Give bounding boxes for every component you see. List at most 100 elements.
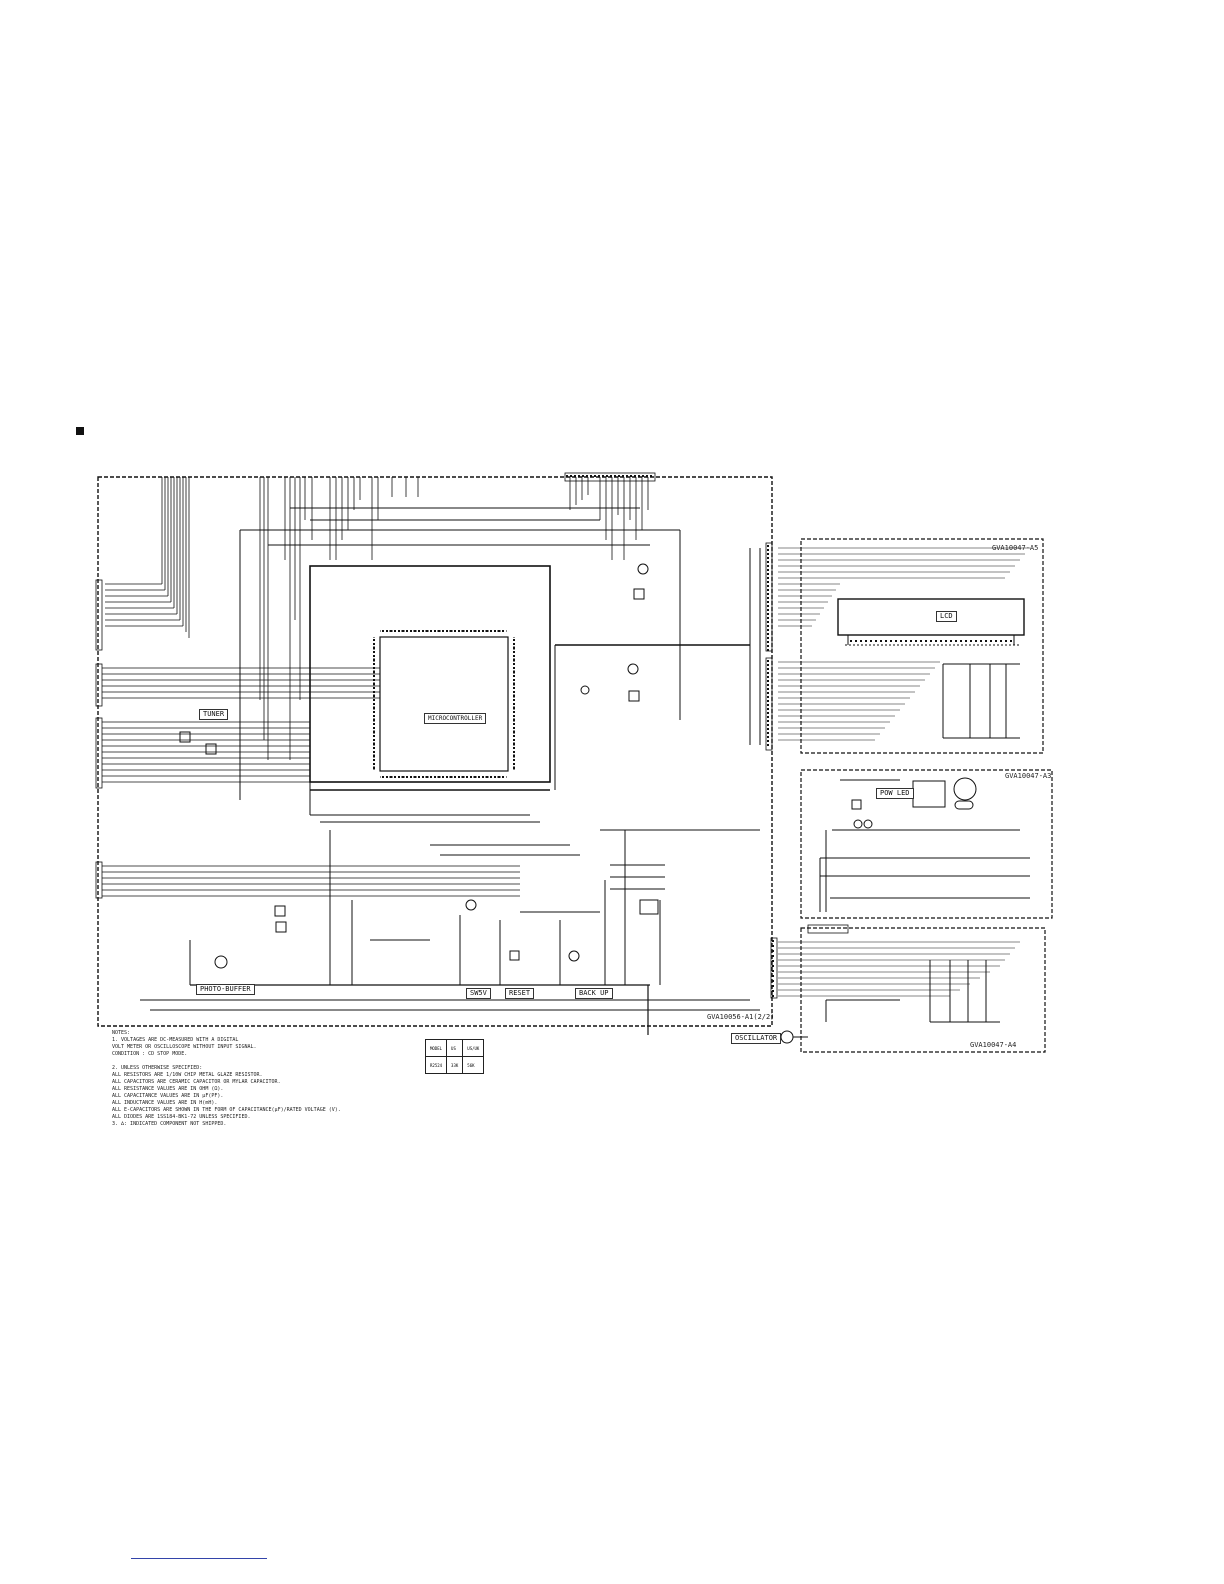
- pin-dot: [458, 630, 460, 632]
- table-cell-us: 33K: [446, 1056, 464, 1074]
- pin-dot: [454, 776, 456, 778]
- pin-dot: [373, 659, 375, 661]
- pin-dot: [513, 735, 515, 737]
- pin-dot: [373, 727, 375, 729]
- pin-dot: [767, 617, 769, 619]
- pin-dot: [610, 475, 612, 477]
- pin-dot: [494, 630, 496, 632]
- pin-dot: [513, 743, 515, 745]
- pin-dot: [767, 605, 769, 607]
- pin-dot: [513, 739, 515, 741]
- pin-dot: [382, 776, 384, 778]
- pin-dot: [513, 651, 515, 653]
- pin-dot: [767, 664, 769, 666]
- pin-dot: [602, 475, 604, 477]
- pin-dot: [767, 549, 769, 551]
- pin-dot: [513, 695, 515, 697]
- pow-led-label: POW LED: [876, 788, 914, 799]
- pin-dot: [434, 630, 436, 632]
- pin-dot: [614, 475, 616, 477]
- pin-dot: [646, 475, 648, 477]
- pin-dot: [634, 475, 636, 477]
- pin-dot: [398, 630, 400, 632]
- pin-dot: [990, 640, 992, 642]
- pin-dot: [373, 695, 375, 697]
- pin-dot: [414, 630, 416, 632]
- pin-dot: [373, 707, 375, 709]
- pin-dot: [373, 683, 375, 685]
- photo-buffer-label: PHOTO-BUFFER: [196, 984, 255, 995]
- pin-dot: [513, 699, 515, 701]
- pin-dot: [767, 740, 769, 742]
- pin-dot: [394, 630, 396, 632]
- pin-dot: [390, 776, 392, 778]
- pin-dot: [513, 707, 515, 709]
- pin-dot: [945, 640, 947, 642]
- pin-dot: [875, 640, 877, 642]
- pin-dot: [422, 630, 424, 632]
- note-line: ALL DIODES ARE 1SS184-BK1-72 UNLESS SPEC…: [112, 1114, 251, 1120]
- oscillator-label: OSCILLATOR: [731, 1033, 782, 1044]
- pin-dot: [373, 739, 375, 741]
- pin-dot: [767, 700, 769, 702]
- pin-dot: [594, 475, 596, 477]
- pin-dot: [513, 723, 515, 725]
- pin-dot: [373, 679, 375, 681]
- pin-dot: [434, 776, 436, 778]
- mcu-label: MICROCONTROLLER: [424, 713, 487, 724]
- pin-dot: [373, 743, 375, 745]
- pin-dot: [767, 684, 769, 686]
- pin-dot: [767, 736, 769, 738]
- pin-dot: [502, 630, 504, 632]
- pin-dot: [767, 692, 769, 694]
- pin-dot: [513, 747, 515, 749]
- pin-dot: [462, 630, 464, 632]
- pin-dot: [430, 776, 432, 778]
- pin-dot: [502, 776, 504, 778]
- pin-dot: [767, 688, 769, 690]
- pin-dot: [767, 565, 769, 567]
- pin-dot: [513, 691, 515, 693]
- pin-dot: [995, 640, 997, 642]
- sw5v-label: SW5V: [466, 988, 491, 999]
- pin-dot: [965, 640, 967, 642]
- note-line: 2. UNLESS OTHERWISE SPECIFIED:: [112, 1065, 203, 1071]
- pin-dot: [772, 990, 774, 992]
- pin-dot: [494, 776, 496, 778]
- pin-dot: [474, 776, 476, 778]
- reset-label: RESET: [505, 988, 535, 999]
- pin-dot: [513, 679, 515, 681]
- pin-dot: [478, 630, 480, 632]
- pin-dot: [438, 630, 440, 632]
- note-line: [112, 1058, 341, 1065]
- board-title-a4: GVA10047-A4: [970, 1041, 1017, 1049]
- note-line: ALL RESISTORS ARE 1/10W CHIP METAL GLAZE…: [112, 1072, 263, 1078]
- pin-dot: [650, 475, 652, 477]
- pin-dot: [373, 759, 375, 761]
- pin-dot: [767, 716, 769, 718]
- pin-dot: [772, 960, 774, 962]
- pin-dot: [935, 640, 937, 642]
- pin-dot: [970, 640, 972, 642]
- pin-dot: [767, 621, 769, 623]
- pin-dot: [850, 640, 852, 642]
- pin-dot: [578, 475, 580, 477]
- pin-dot: [513, 647, 515, 649]
- pin-dot: [767, 625, 769, 627]
- model-resistor-table: MODEL US US/UK R2524 33K 56K: [424, 1039, 485, 1074]
- pin-dot: [930, 640, 932, 642]
- pin-dot: [478, 776, 480, 778]
- pin-dot: [373, 639, 375, 641]
- pin-dot: [574, 475, 576, 477]
- pin-dot: [767, 597, 769, 599]
- pin-dot: [373, 715, 375, 717]
- pin-dot: [582, 475, 584, 477]
- pin-dot: [418, 630, 420, 632]
- footer-rule: [131, 1558, 267, 1559]
- pin-dot: [418, 776, 420, 778]
- pin-dot: [513, 655, 515, 657]
- pin-dot: [767, 680, 769, 682]
- pin-dot: [865, 640, 867, 642]
